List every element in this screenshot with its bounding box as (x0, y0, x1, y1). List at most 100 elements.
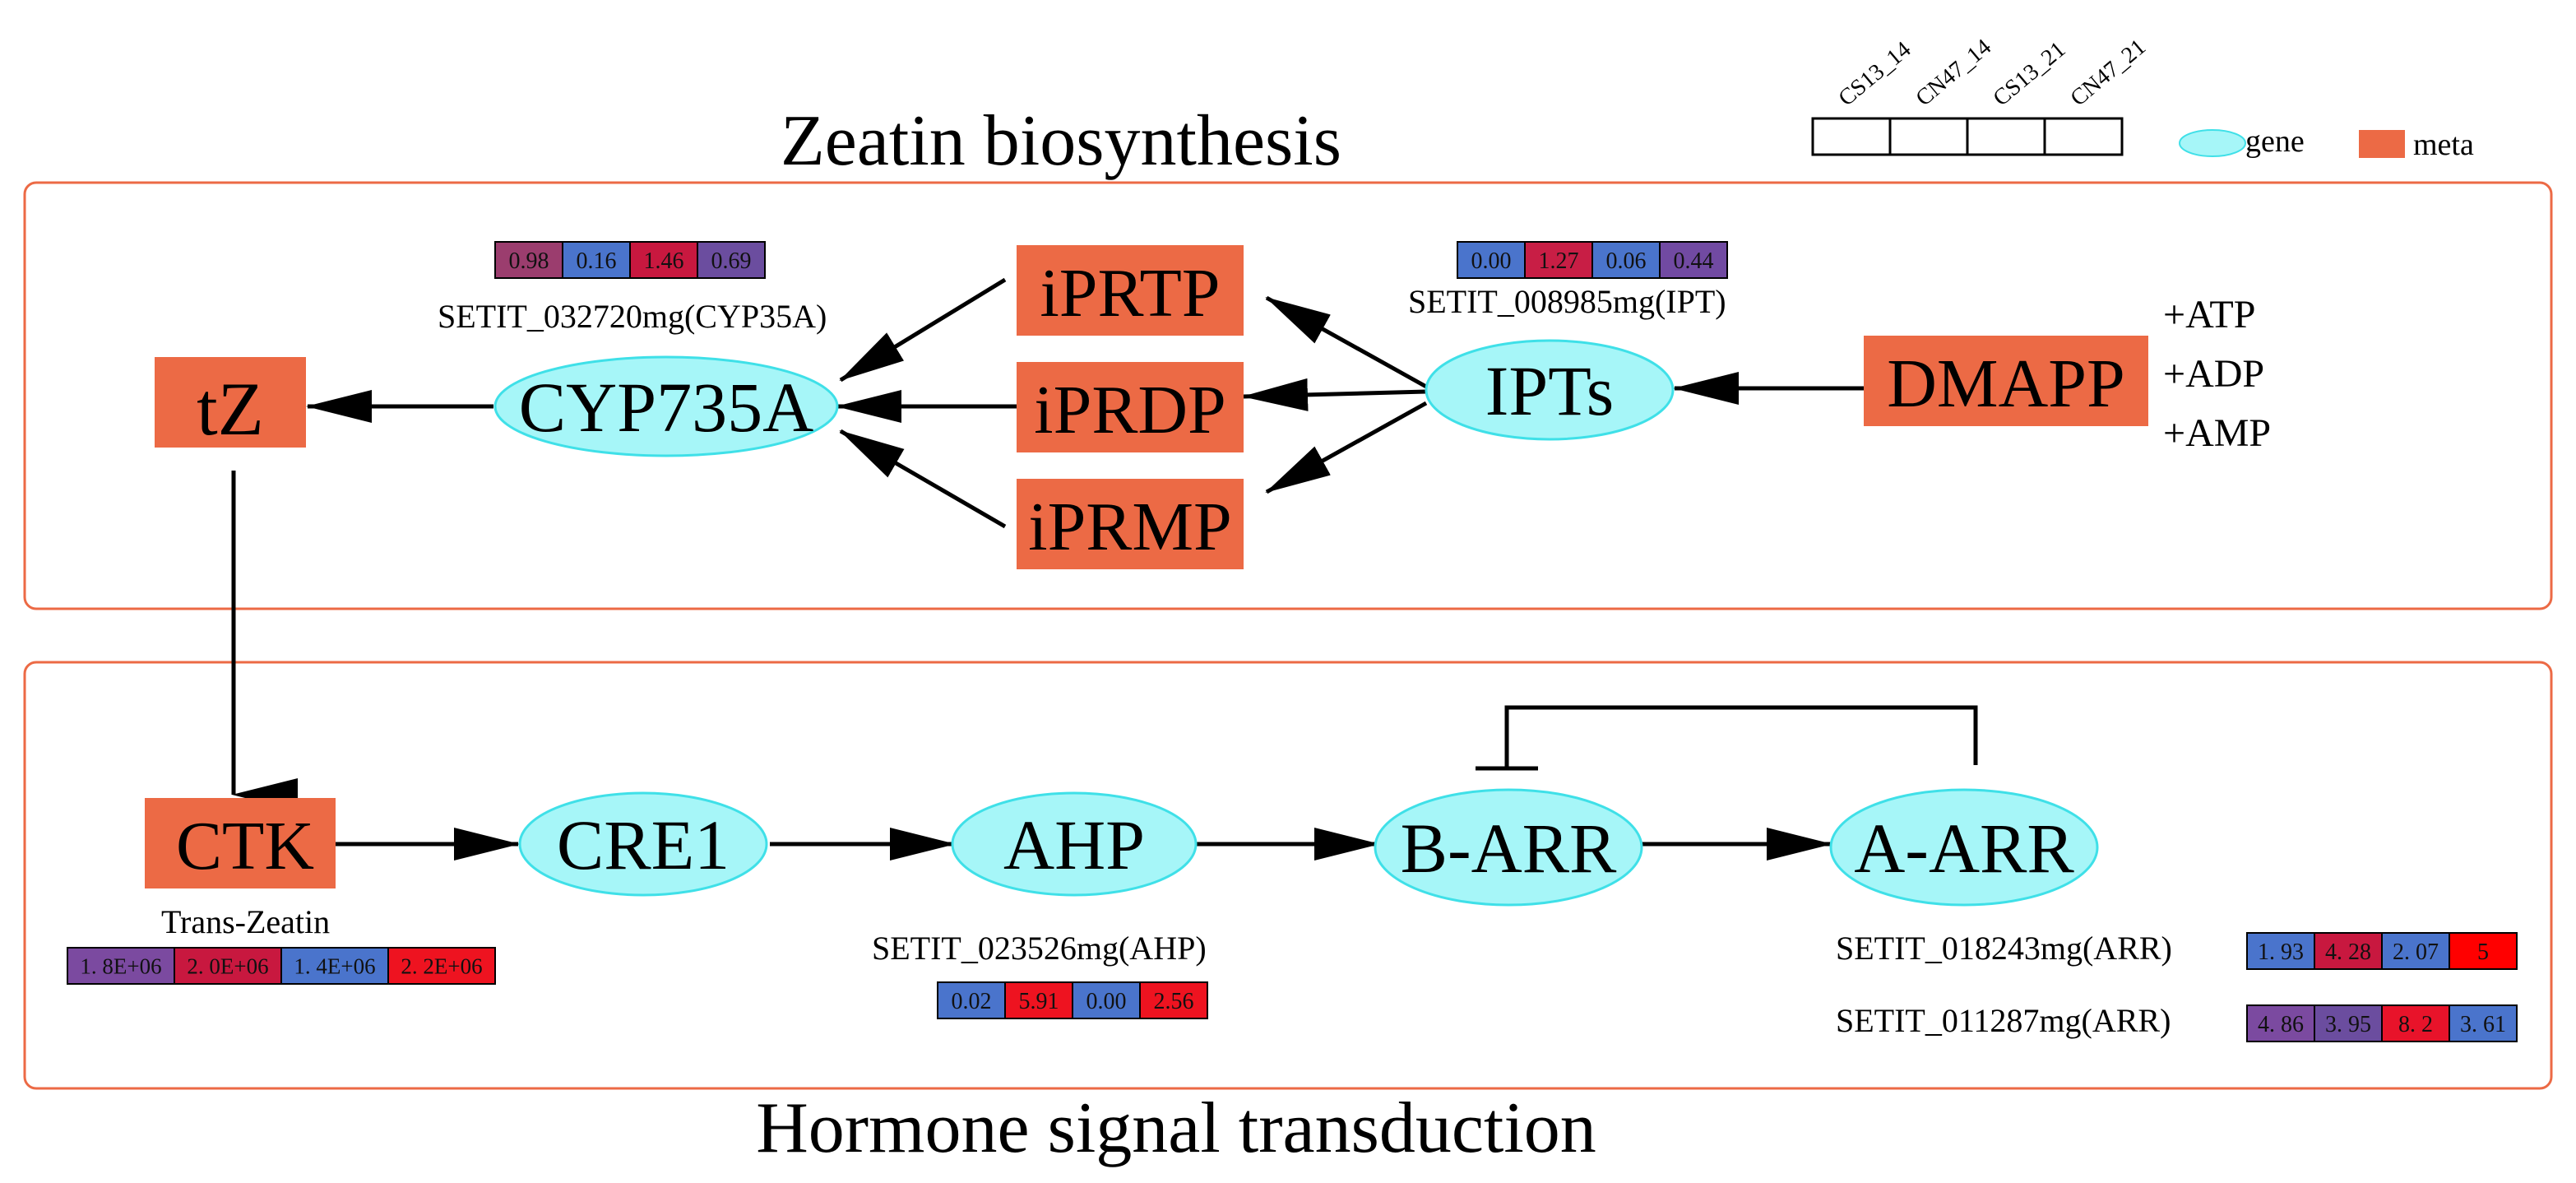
node-cyp735a-label: CYP735A (519, 368, 813, 447)
legend-meta-swatch (2359, 130, 2405, 158)
heatmap-cyp-cell-2 (562, 241, 631, 279)
gene-label-ahp: SETIT_023526mg(AHP) (872, 930, 1207, 967)
heatmap-cyp-cell-4 (697, 241, 766, 279)
heatmap-arr1-cell-1 (2246, 932, 2315, 970)
heatmap-arr1-cell-2 (2314, 932, 2383, 970)
heatmap-ipt-value-4: 0.44 (1674, 248, 1714, 274)
arrow-ipts-to-iprmp (1265, 401, 1428, 494)
node-cre1[interactable]: CRE1 (518, 791, 768, 897)
node-dmapp[interactable]: DMAPP (1864, 336, 2148, 426)
section-title-hormone: Hormone signal transduction (756, 1088, 1596, 1168)
node-ipts-label: IPTs (1485, 351, 1614, 430)
heatmap-arr2-value-3: 8. 2 (2398, 1012, 2433, 1037)
node-tz[interactable]: tZ (155, 357, 306, 451)
node-ipts[interactable]: IPTs (1425, 339, 1675, 441)
heatmap-cyp-value-4: 0.69 (711, 248, 752, 274)
heatmap-ctk-value-4: 2. 2E+06 (401, 954, 482, 979)
zeatin-section-frame (23, 181, 2553, 610)
heatmap-arr2-value-2: 3. 95 (2325, 1012, 2371, 1037)
node-tz-label: tZ (197, 367, 264, 451)
cofactor-adp: +ADP (2163, 352, 2264, 396)
heatmap-ipt-cell-2 (1524, 241, 1593, 279)
gene-label-ctk: Trans-Zeatin (161, 903, 330, 940)
node-iprtp-label: iPRTP (1040, 255, 1220, 332)
node-a-arr[interactable]: A-ARR (1829, 788, 2099, 907)
inhibition-aarr-to-barr (1504, 705, 1978, 767)
heatmap-arr2-value-4: 3. 61 (2460, 1012, 2506, 1037)
node-b-arr-label: B-ARR (1401, 809, 1617, 888)
heatmap-ipt: 0.00 1.27 0.06 0.44 (1457, 241, 1728, 279)
heatmap-ahp: 0.02 5.91 0.00 2.56 (937, 981, 1208, 1019)
hormone-section-frame (23, 661, 2553, 1090)
node-dmapp-label: DMAPP (1887, 346, 2124, 422)
legend-gene-label: gene (2245, 124, 2305, 159)
heatmap-arr2-cell-1 (2246, 1004, 2315, 1042)
heatmap-ahp-cell-1 (937, 981, 1006, 1019)
heatmap-ctk-cell-4 (387, 947, 496, 985)
arrow-ipts-to-iprtp (1265, 295, 1428, 389)
heatmap-arr2: 4. 86 3. 95 8. 2 3. 61 (2246, 1004, 2518, 1042)
node-ctk-label: CTK (176, 808, 314, 884)
heatmap-ctk-value-1: 1. 8E+06 (80, 954, 161, 979)
heatmap-ipt-value-3: 0.06 (1606, 248, 1647, 274)
heatmap-ahp-value-2: 5.91 (1019, 989, 1059, 1014)
legend-meta-label: meta (2413, 128, 2474, 162)
node-cyp735a[interactable]: CYP735A (493, 355, 839, 457)
legend-col-2: CN47_14 (1911, 35, 1996, 112)
node-iprmp[interactable]: iPRMP (1017, 479, 1244, 569)
legend: CS13_14 CN47_14 CS13_21 CN47_21 gene met… (1811, 35, 2474, 162)
gene-label-ipt: SETIT_008985mg(IPT) (1408, 283, 1726, 320)
heatmap-arr1-cell-4 (2449, 932, 2518, 970)
heatmap-ipt-value-1: 0.00 (1471, 248, 1512, 274)
node-ctk[interactable]: CTK (145, 798, 336, 888)
heatmap-ipt-cell-3 (1591, 241, 1661, 279)
heatmap-cyp-cell-1 (494, 241, 563, 279)
heatmap-arr2-cell-2 (2314, 1004, 2383, 1042)
heatmap-ahp-value-4: 2.56 (1154, 989, 1194, 1014)
node-iprtp[interactable]: iPRTP (1017, 245, 1244, 336)
heatmap-cyp-value-3: 1.46 (644, 248, 684, 274)
heatmap-ctk-value-3: 1. 4E+06 (294, 954, 375, 979)
heatmap-arr2-cell-4 (2449, 1004, 2518, 1042)
node-iprdp[interactable]: iPRDP (1017, 362, 1244, 452)
node-b-arr[interactable]: B-ARR (1374, 788, 1643, 907)
section-title-zeatin: Zeatin biosynthesis (781, 101, 1341, 181)
cofactor-atp: +ATP (2163, 293, 2255, 336)
node-ahp-label: AHP (1003, 805, 1145, 884)
gene-label-arr2: SETIT_011287mg(ARR) (1836, 1002, 2171, 1039)
node-a-arr-label: A-ARR (1854, 809, 2074, 888)
arrow-iprmp-to-cyp (839, 429, 1007, 529)
heatmap-cyp: 0.98 0.16 1.46 0.69 (494, 241, 766, 279)
heatmap-ctk: 1. 8E+06 2. 0E+06 1. 4E+06 2. 2E+06 (67, 947, 496, 985)
heatmap-ahp-value-3: 0.00 (1086, 989, 1127, 1014)
heatmap-cyp-value-1: 0.98 (509, 248, 549, 274)
heatmap-arr1-value-4: 5 (2477, 939, 2489, 965)
heatmap-cyp-value-2: 0.16 (577, 248, 617, 274)
gene-label-cyp: SETIT_032720mg(CYP35A) (438, 298, 827, 335)
legend-col-1: CS13_14 (1834, 37, 1916, 112)
arrow-iprtp-to-cyp (839, 277, 1007, 383)
legend-col-3: CS13_21 (1989, 37, 2071, 112)
heatmap-ipt-cell-4 (1659, 241, 1728, 279)
heatmap-arr1-value-1: 1. 93 (2258, 939, 2304, 965)
heatmap-arr1-value-3: 2. 07 (2393, 939, 2439, 965)
heatmap-arr2-value-1: 4. 86 (2258, 1012, 2304, 1037)
heatmap-arr1: 1. 93 4. 28 2. 07 5 (2246, 932, 2518, 970)
arrow-ipts-to-iprdp (1242, 378, 1427, 411)
cofactor-amp: +AMP (2163, 411, 2271, 455)
legend-gene-swatch (2179, 129, 2246, 157)
node-ahp[interactable]: AHP (951, 791, 1198, 897)
legend-col-4: CN47_21 (2066, 35, 2151, 112)
gene-label-arr1: SETIT_018243mg(ARR) (1836, 930, 2172, 967)
heatmap-arr1-value-2: 4. 28 (2325, 939, 2371, 965)
heatmap-ahp-value-1: 0.02 (952, 989, 992, 1014)
heatmap-arr1-cell-3 (2381, 932, 2450, 970)
node-iprmp-label: iPRMP (1028, 489, 1232, 565)
heatmap-ipt-value-2: 1.27 (1539, 248, 1579, 274)
heatmap-ahp-cell-3 (1072, 981, 1141, 1019)
heatmap-ahp-cell-4 (1139, 981, 1208, 1019)
node-cre1-label: CRE1 (557, 805, 730, 884)
heatmap-ctk-value-2: 2. 0E+06 (187, 954, 268, 979)
